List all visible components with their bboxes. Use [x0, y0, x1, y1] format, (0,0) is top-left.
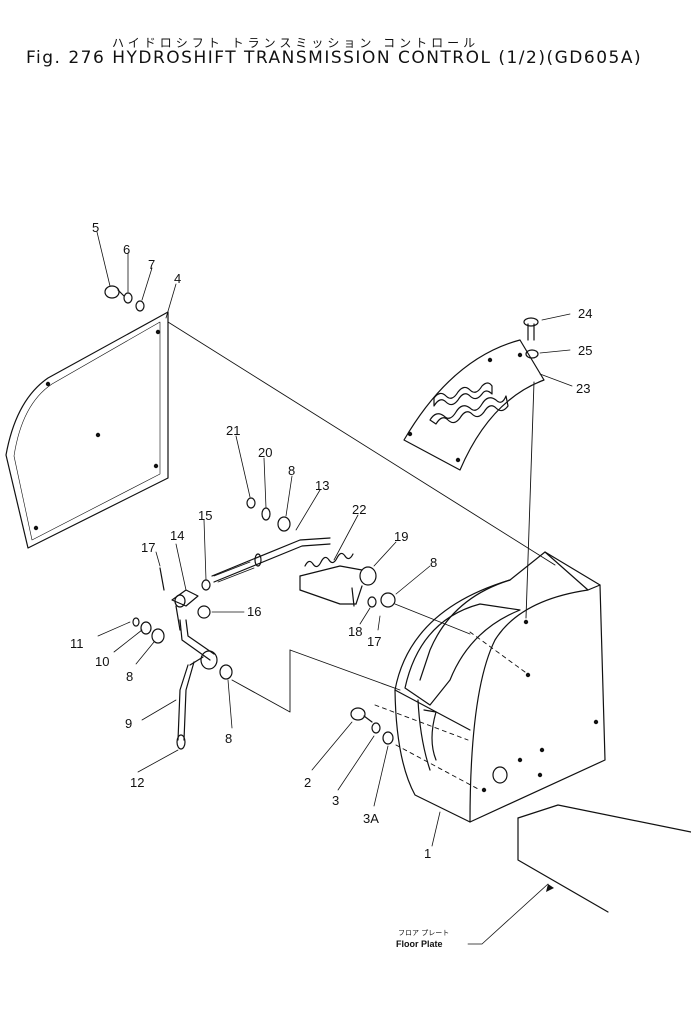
floor-plate-label: フロア プレート Floor Plate [396, 929, 449, 949]
callout-7: 7 [148, 257, 155, 272]
side-cover-panel [5, 311, 169, 549]
leader-lines [96, 231, 573, 945]
callout-19: 19 [394, 529, 408, 544]
callout-16: 16 [247, 604, 261, 619]
callout-18: 18 [348, 624, 362, 639]
callout-9: 9 [125, 716, 132, 731]
callout-4: 4 [174, 271, 181, 286]
shift-guide-plate [403, 339, 545, 471]
callout-25: 25 [578, 343, 592, 358]
callout-12: 12 [130, 775, 144, 790]
selector-lever [299, 565, 377, 605]
shift-lever [176, 619, 218, 750]
control-rod [211, 537, 331, 583]
floor-plate [517, 804, 691, 913]
callout-20: 20 [258, 445, 272, 460]
callout-8-top: 8 [288, 463, 295, 478]
floor-plate-label-english: Floor Plate [396, 939, 443, 949]
callout-17-left: 17 [141, 540, 155, 555]
title-japanese: ハイドロシフト トランスミッション コントロール [112, 36, 480, 50]
callout-10: 10 [95, 654, 109, 669]
callout-6: 6 [123, 242, 130, 257]
callout-15: 15 [198, 508, 212, 523]
callout-1: 1 [424, 846, 431, 861]
fasteners [104, 285, 539, 745]
callout-8-right: 8 [430, 555, 437, 570]
console-housing [394, 551, 606, 823]
callout-3a: 3A [363, 811, 379, 826]
callout-5: 5 [92, 220, 99, 235]
callout-21: 21 [226, 423, 240, 438]
assembly-lines [167, 321, 556, 791]
title-english: Fig. 276 HYDROSHIFT TRANSMISSION CONTROL… [26, 48, 643, 68]
callout-14: 14 [170, 528, 184, 543]
callout-2: 2 [304, 775, 311, 790]
floor-plate-label-japanese: フロア プレート [398, 929, 449, 937]
callout-8-bottom: 8 [225, 731, 232, 746]
callout-labels: 5 6 7 4 24 25 23 21 20 8 13 22 15 14 19 … [70, 220, 592, 861]
callout-3: 3 [332, 793, 339, 808]
callout-11: 11 [70, 636, 84, 651]
callout-8-left: 8 [126, 669, 133, 684]
callout-17-right: 17 [367, 634, 381, 649]
callout-22: 22 [352, 502, 366, 517]
return-spring [304, 552, 354, 568]
callout-24: 24 [578, 306, 592, 321]
callout-13: 13 [315, 478, 329, 493]
bellcrank-bracket [171, 589, 199, 631]
callout-23: 23 [576, 381, 590, 396]
